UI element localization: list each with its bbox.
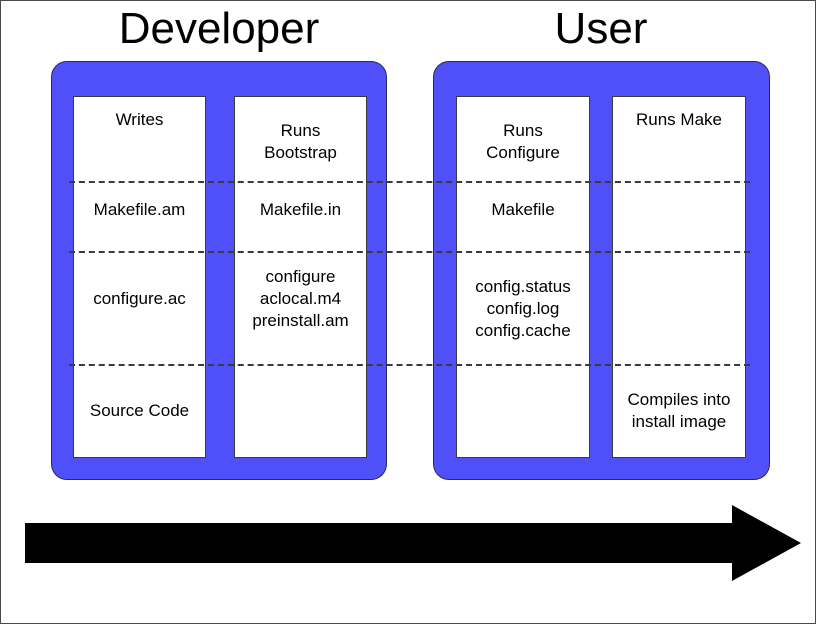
stage-column-user-configure: [456, 96, 590, 458]
stage-column-user-make: [612, 96, 746, 458]
cell-developer-bootstrap-preinstall-am: preinstall.am: [252, 311, 349, 330]
cell-developer-bootstrap-makefile-in: Makefile.in: [259, 200, 342, 219]
cell-developer-writes-configure-ac: configure.ac: [93, 289, 186, 308]
header-developer-bootstrap: Runs Bootstrap: [234, 120, 367, 164]
header-user-configure-line1: Runs: [503, 121, 543, 140]
cell-user-make-compiles-line2: install image: [631, 412, 727, 431]
header-user-make: Runs Make: [636, 110, 722, 129]
row-separator-3: [69, 364, 750, 366]
header-user-configure-line2: Configure: [486, 143, 560, 162]
cell-developer-bootstrap-generated-files: configure aclocal.m4 preinstall.am: [234, 266, 367, 332]
cell-user-configure-config-log: config.log: [486, 299, 560, 318]
cell-developer-writes-makefile-am: Makefile.am: [93, 200, 186, 219]
row-separator-2: [69, 251, 750, 253]
cell-user-make-compiles-line1: Compiles into: [627, 390, 731, 409]
header-user-configure: Runs Configure: [456, 120, 590, 164]
cell-user-configure-makefile: Makefile: [491, 200, 555, 219]
cell-user-configure-artifacts: config.status config.log config.cache: [456, 276, 590, 342]
build-flow-arrow: [25, 505, 801, 581]
cell-user-configure-config-status: config.status: [475, 277, 571, 296]
cell-user-make-compiles: Compiles into install image: [612, 389, 746, 433]
build-flow-arrow-icon: [25, 505, 801, 581]
header-developer-bootstrap-line1: Runs: [280, 121, 321, 140]
cell-developer-bootstrap-aclocal-m4: aclocal.m4: [259, 289, 342, 308]
stage-column-developer-bootstrap: [234, 96, 367, 458]
column-title-developer: Developer: [118, 4, 320, 53]
header-developer-writes: Writes: [115, 110, 164, 129]
cell-developer-bootstrap-configure: configure: [265, 267, 336, 286]
stage-column-developer-writes: [73, 96, 206, 458]
cell-user-configure-config-cache: config.cache: [475, 321, 571, 340]
row-separator-1: [69, 181, 750, 183]
column-title-user: User: [554, 4, 648, 53]
cell-developer-writes-source-code: Source Code: [89, 401, 190, 420]
header-developer-bootstrap-line2: Bootstrap: [264, 143, 337, 162]
